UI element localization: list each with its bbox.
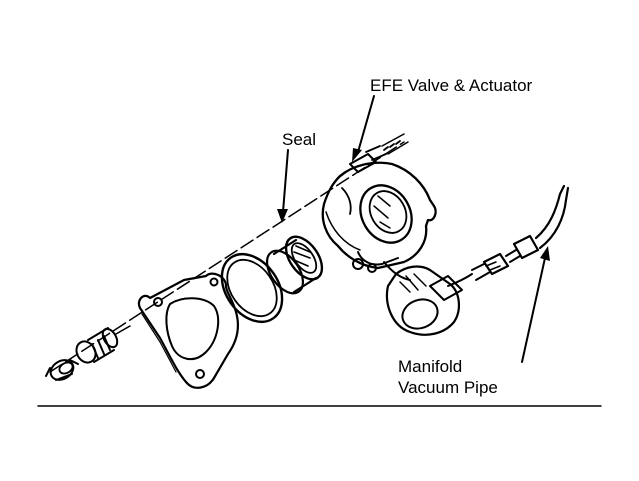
vacuum-actuator bbox=[385, 265, 473, 336]
label-efe-valve-actuator: EFE Valve & Actuator bbox=[370, 76, 533, 95]
leader-manifold bbox=[521, 246, 550, 363]
o-ring bbox=[220, 253, 284, 323]
vacuum-hose bbox=[471, 184, 570, 281]
alignment-axis bbox=[49, 141, 405, 373]
gasket-flange bbox=[137, 272, 239, 389]
efe-valve-body bbox=[321, 133, 437, 281]
spring-stud bbox=[75, 325, 131, 364]
label-manifold: Manifold bbox=[398, 357, 462, 376]
label-seal: Seal bbox=[282, 130, 316, 149]
seal-ring bbox=[265, 235, 324, 295]
nut bbox=[45, 359, 79, 381]
leader-efe bbox=[352, 95, 375, 162]
leader-seal bbox=[277, 149, 289, 223]
label-vacuum-pipe: Vacuum Pipe bbox=[398, 378, 498, 397]
